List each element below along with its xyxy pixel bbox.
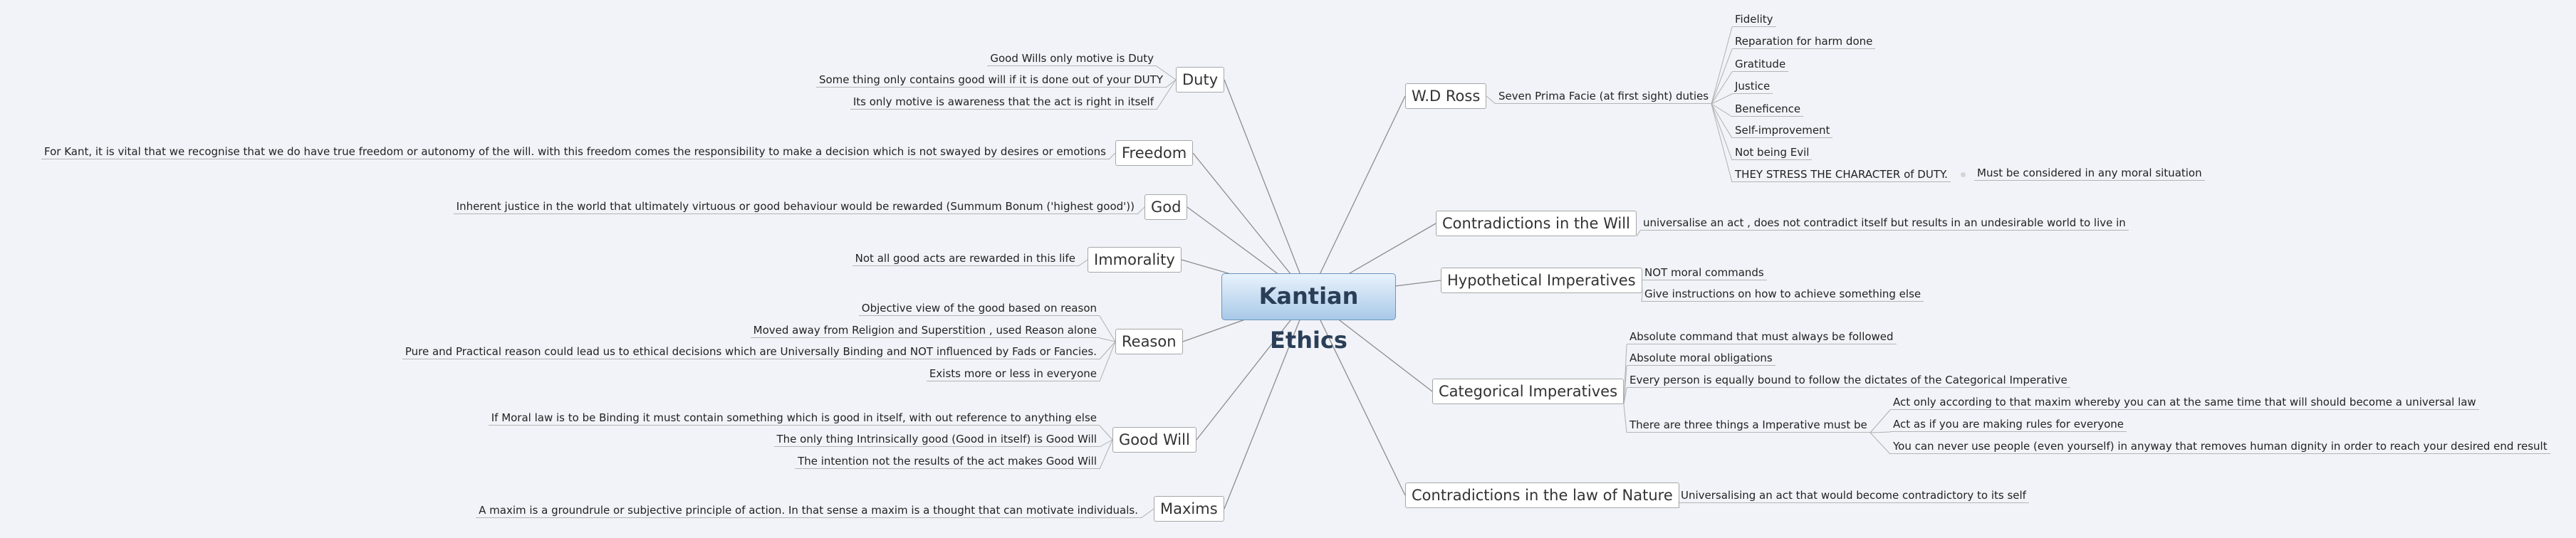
connector xyxy=(1099,439,1113,448)
connector xyxy=(1711,93,1733,105)
good-will-leaf-3: The intention not the results of the act… xyxy=(795,454,1100,469)
connector xyxy=(1196,296,1310,441)
connector xyxy=(1711,48,1733,105)
wd-ross-leaf-2: Reparation for harm done xyxy=(1732,34,1876,49)
branch-maxims[interactable]: Maxims xyxy=(1154,496,1224,522)
wd-ross-leaf-5: Beneficence xyxy=(1732,102,1804,117)
connector xyxy=(1711,71,1733,105)
wd-ross-leaf-3: Gratitude xyxy=(1732,57,1789,72)
connector xyxy=(1870,431,1891,433)
connector xyxy=(1099,439,1113,470)
wd-ross-leaf-7: Not being Evil xyxy=(1732,145,1813,160)
reason-leaf-4: Exists more or less in everyone xyxy=(926,366,1100,381)
maxims-leaf-1: A maxim is a groundrule or subjective pr… xyxy=(476,503,1141,518)
branch-duty[interactable]: Duty xyxy=(1176,67,1225,93)
hypothetical-leaf-2: Give instructions on how to achieve some… xyxy=(1642,287,1924,302)
connector xyxy=(1308,296,1406,496)
duty-leaf-1: Good Wills only motive is Duty xyxy=(987,51,1157,66)
connector xyxy=(1623,387,1627,405)
wd-ross-extra: Must be considered in any moral situatio… xyxy=(1974,166,2205,181)
categorical-leaf-3: Every person is equally bound to follow … xyxy=(1627,373,2070,388)
connector xyxy=(1711,103,1733,161)
connector xyxy=(1192,152,1310,297)
connector xyxy=(1224,296,1310,510)
connector xyxy=(1224,79,1310,297)
contradictions-nature-leaf-1: Universalising an act that would become … xyxy=(1678,488,2029,503)
connector xyxy=(1099,425,1113,441)
contradictions-will-leaf-1: universalise an act , does not contradic… xyxy=(1640,216,2129,231)
categorical-leaf-1: Absolute command that must always be fol… xyxy=(1627,329,1897,344)
branch-contradictions-will[interactable]: Contradictions in the Will xyxy=(1436,211,1637,236)
connector xyxy=(1156,65,1177,80)
categorical-sub-3: You can never use people (even yourself)… xyxy=(1890,439,2550,454)
reason-leaf-3: Pure and Practical reason could lead us … xyxy=(402,344,1100,359)
connector xyxy=(1099,341,1116,382)
good-will-leaf-2: The only thing Intrinsically good (Good … xyxy=(773,432,1100,447)
branch-freedom[interactable]: Freedom xyxy=(1115,140,1194,166)
connector xyxy=(1156,79,1177,110)
connector xyxy=(1711,103,1733,139)
hypothetical-leaf-1: NOT moral commands xyxy=(1642,265,1767,280)
connector xyxy=(1711,103,1733,117)
wd-ross-sub: Seven Prima Facie (at first sight) dutie… xyxy=(1496,89,1712,104)
wd-ross-leaf-1: Fidelity xyxy=(1732,12,1776,27)
wd-ross-leaf-8: THEY STRESS THE CHARACTER of DUTY. xyxy=(1732,167,1951,182)
connector xyxy=(1165,79,1177,88)
duty-leaf-3: Its only motive is awareness that the ac… xyxy=(850,95,1157,110)
connector xyxy=(1099,337,1116,342)
connector xyxy=(1099,341,1116,360)
connector xyxy=(1486,95,1496,105)
branch-good-will[interactable]: Good Will xyxy=(1112,427,1196,453)
branch-categorical[interactable]: Categorical Imperatives xyxy=(1432,379,1625,404)
wd-ross-leaf-4: Justice xyxy=(1732,79,1773,94)
categorical-leaf-4: There are three things a Imperative must… xyxy=(1627,418,1870,433)
connector xyxy=(1137,206,1145,215)
connector xyxy=(1636,230,1641,237)
connector xyxy=(1623,404,1627,433)
categorical-sub-2: Act as if you are making rules for every… xyxy=(1890,417,2127,432)
connector xyxy=(1711,103,1733,183)
wd-ross-leaf-6: Self-improvement xyxy=(1732,123,1833,138)
branch-god[interactable]: God xyxy=(1144,194,1188,220)
duty-leaf-2: Some thing only contains good will if it… xyxy=(815,73,1166,88)
reason-leaf-1: Objective view of the good based on reas… xyxy=(858,301,1100,316)
freedom-leaf-1: For Kant, it is vital that we recognise … xyxy=(41,144,1109,159)
branch-wd-ross[interactable]: W.D Ross xyxy=(1405,83,1487,109)
connector xyxy=(1711,26,1733,105)
connector xyxy=(1870,432,1891,455)
central-topic[interactable]: Kantian Ethics xyxy=(1221,273,1396,354)
connector xyxy=(1099,315,1116,342)
branch-hypothetical[interactable]: Hypothetical Imperatives xyxy=(1441,268,1642,293)
collapse-dot[interactable] xyxy=(1961,172,1966,177)
connector xyxy=(1078,259,1088,267)
branch-immorality[interactable]: Immorality xyxy=(1088,247,1182,273)
branch-reason[interactable]: Reason xyxy=(1115,329,1183,354)
connector xyxy=(1308,95,1406,297)
branch-contradictions-nature[interactable]: Contradictions in the law of Nature xyxy=(1405,482,1679,508)
connector xyxy=(1623,365,1627,405)
connector xyxy=(1870,409,1891,433)
categorical-sub-1: Act only according to that maxim whereby… xyxy=(1890,395,2479,410)
god-leaf-1: Inherent justice in the world that ultim… xyxy=(453,199,1137,214)
immorality-leaf-1: Not all good acts are rewarded in this l… xyxy=(852,251,1078,266)
connector xyxy=(1108,152,1116,160)
categorical-leaf-2: Absolute moral obligations xyxy=(1627,351,1775,366)
reason-leaf-2: Moved away from Religion and Superstitio… xyxy=(750,323,1100,338)
connector xyxy=(1140,508,1154,519)
good-will-leaf-1: If Moral law is to be Binding it must co… xyxy=(488,411,1100,426)
